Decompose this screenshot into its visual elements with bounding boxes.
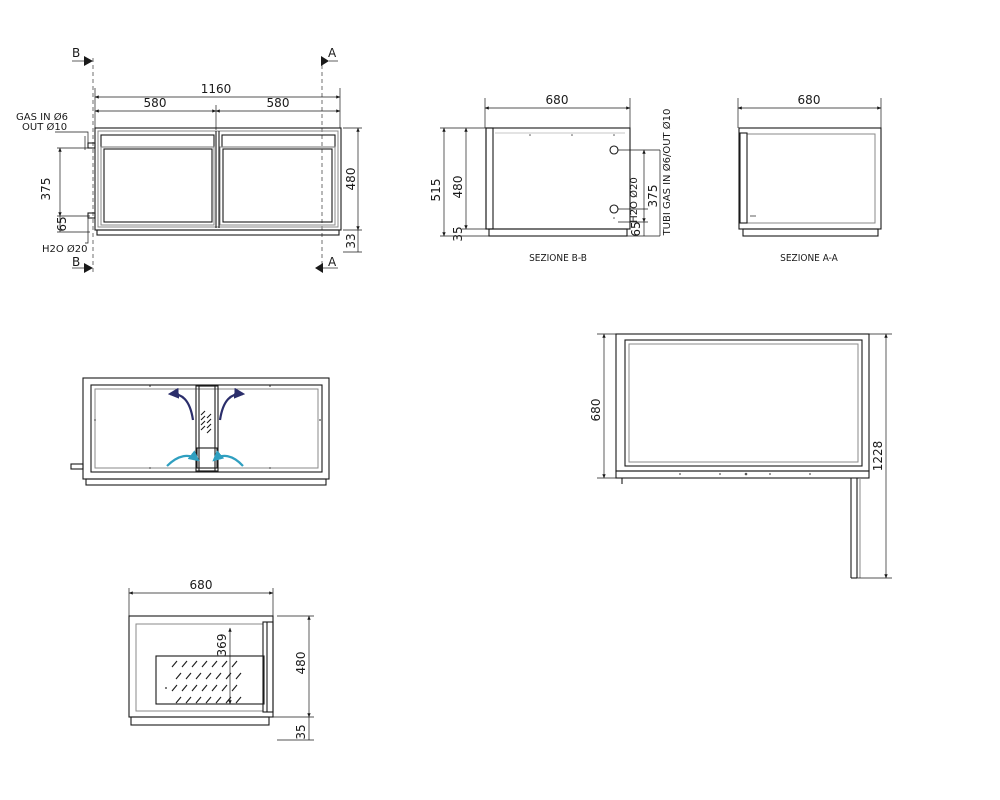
gas-pipe [87,142,96,149]
plan-pipe [70,463,84,470]
grill-slot [171,684,178,692]
gas-label-2: OUT Ø10 [22,121,67,133]
grill-slot [235,672,242,680]
section-b-label-top: B [72,46,80,60]
dim-375-bb: 375 [646,185,660,208]
dim-65-bb: 65 [629,221,643,236]
dim-680-aa: 680 [798,93,821,107]
grill-slot [215,696,222,704]
section-b-arrow-top [84,56,93,66]
dim-515-bb: 515 [429,179,443,202]
dim-35-small: 35 [294,724,308,739]
dim-480-bb: 480 [451,176,465,199]
gas-label-1: GAS IN Ø6 [16,111,68,123]
h2o-connection-bb [609,204,619,214]
dim-680-bb: 680 [546,93,569,107]
section-aa-body [738,127,882,230]
large-plan-body [615,333,870,472]
grill-slot [185,672,192,680]
front-body [94,127,342,231]
section-a-arrow-top [321,56,329,66]
dim-1228-plan: 1228 [871,441,885,472]
gas-connection-bb [609,145,619,155]
grill-slot [201,660,208,668]
large-plan-view: 680 1228 [589,333,892,579]
section-bb-view: 680 515 480 35 H2O Ø20 375 65 TUBI GAS I… [429,93,673,264]
dim-580-left: 580 [144,96,167,110]
dim-1160: 1160 [201,82,232,96]
caption-section-bb: SEZIONE B-B [529,253,587,264]
section-aa-view: 680 SEZIONE A-A [737,93,882,264]
section-a-label-bottom: A [328,255,337,269]
front-glass-right [222,148,333,223]
grill-slot [181,684,188,692]
grill-slot [205,696,212,704]
grill-slot [211,684,218,692]
dim-33-front: 33 [344,233,358,248]
h2o-label-bb: H2O Ø20 [628,177,640,223]
airflow-out-left-arrow [167,387,195,421]
grill-slot [181,660,188,668]
grill-slot [195,696,202,704]
front-glass-left [103,148,213,223]
gas-label-bb: TUBI GAS IN Ø6/OUT Ø10 [661,109,673,237]
dim-480-front: 480 [344,168,358,191]
dim-480-small: 480 [294,652,308,675]
dim-580-right: 580 [267,96,290,110]
h2o-label-front: H2O Ø20 [42,243,88,255]
grill-slot [185,696,192,704]
grill-slot [191,660,198,668]
grill-slot [175,696,182,704]
dim-680-plan: 680 [589,399,603,422]
airflow-out-right-arrow [218,387,246,421]
grill-slot [221,660,228,668]
grill-slot [235,696,242,704]
section-a-arrow-bottom [315,263,323,273]
small-top-view: 680 369 480 35 [128,578,314,741]
airflow-plan-view [70,377,330,486]
dim-35-bb: 35 [451,226,465,241]
caption-section-aa: SEZIONE A-A [780,253,839,264]
burner-slots [200,410,212,434]
grill-slot [231,684,238,692]
airflow-in-left-arrow [166,450,200,467]
section-b-arrow-bottom [84,263,93,273]
grill-slot [231,660,238,668]
grill-slot [205,672,212,680]
plan-body [82,377,330,480]
h2o-pipe [87,212,96,219]
dim-65-front: 65 [55,216,69,231]
section-b-label-bottom: B [72,255,80,269]
grill-slot [215,672,222,680]
grill-panel [155,655,265,705]
grill-slot [171,660,178,668]
airflow-in-right-arrow [212,450,244,467]
dim-369-small: 369 [215,634,229,657]
grill-slot [175,672,182,680]
front-view: B B A A 1160 580 580 [16,46,362,273]
small-top-body [128,615,274,718]
grill-slot [191,684,198,692]
grill-slot [221,684,228,692]
section-bb-body [485,127,631,230]
dim-375-front: 375 [39,178,53,201]
grill-slots [171,660,242,704]
grill-slot [201,684,208,692]
grill-slot [211,660,218,668]
section-a-label-top: A [328,46,337,60]
dim-680-small: 680 [190,578,213,592]
grill-slot [195,672,202,680]
